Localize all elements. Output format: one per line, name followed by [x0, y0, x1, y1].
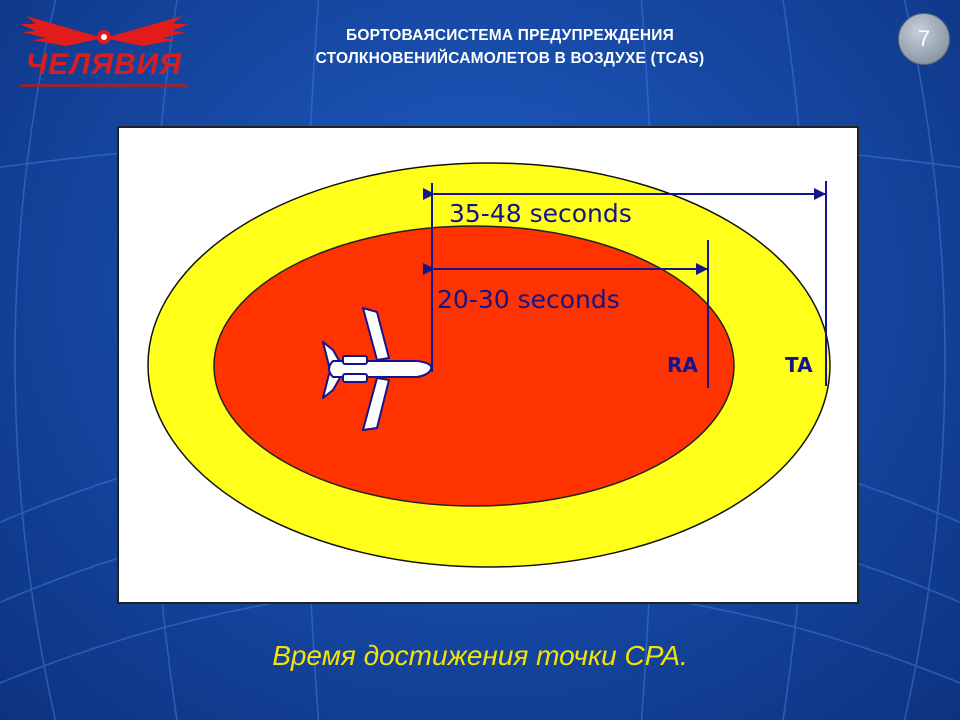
aircraft-icon — [322, 307, 433, 431]
tcas-diagram: 35-48 seconds 20-30 seconds RA TA — [117, 126, 859, 604]
ra-label: RA — [667, 353, 698, 377]
ra-zone — [213, 225, 735, 507]
outer-time-label: 35-48 seconds — [449, 199, 632, 228]
svg-text:ЧЕЛЯВИЯ: ЧЕЛЯВИЯ — [26, 48, 182, 81]
slide-caption: Время достижения точки CPA. — [272, 640, 688, 671]
page-number-badge: 7 — [898, 13, 950, 65]
ta-label: TA — [785, 353, 813, 377]
title-line-2: СТОЛКНОВЕНИЙСАМОЛЕТОВ В ВОЗДУХЕ (TCAS) — [315, 50, 705, 67]
inner-time-label: 20-30 seconds — [437, 285, 620, 314]
company-logo: ЧЕЛЯВИЯ — [6, 4, 202, 96]
title-line-1: БОРТОВАЯСИСТЕМА ПРЕДУПРЕЖДЕНИЯ — [346, 27, 674, 44]
slide-title: БОРТОВАЯСИСТЕМА ПРЕДУПРЕЖДЕНИЯ СТОЛКНОВЕ… — [250, 24, 770, 70]
